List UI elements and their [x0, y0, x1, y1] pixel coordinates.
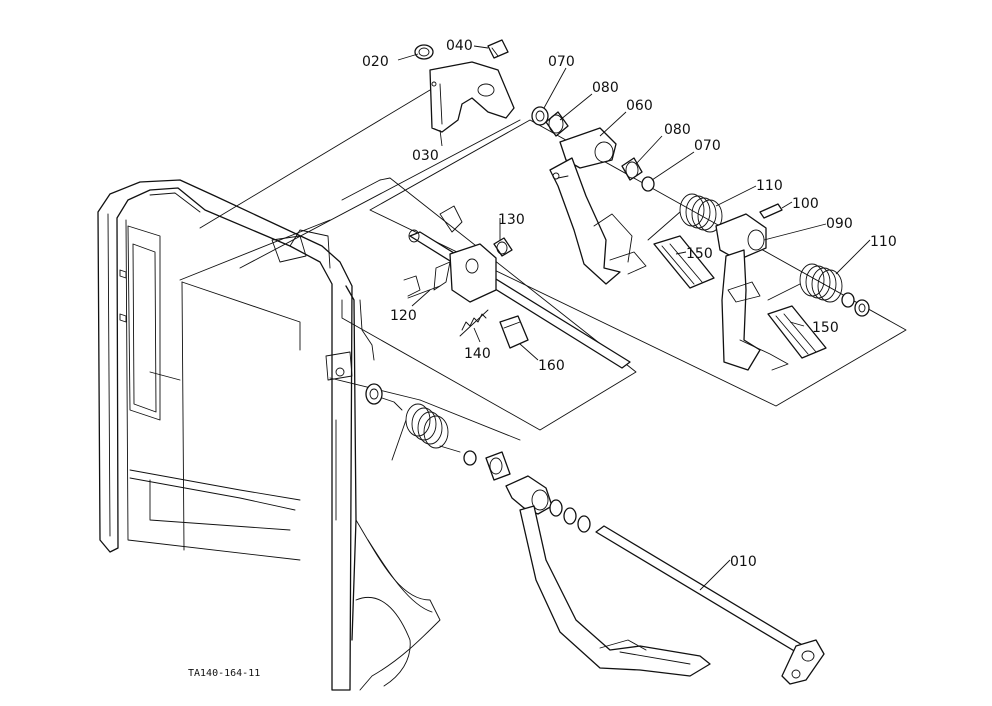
callout-130: 130 — [498, 212, 525, 228]
part-150-pedal-pad-lower — [767, 305, 827, 359]
callout-110-lower: 110 — [870, 234, 897, 250]
part-070-washer-upper — [531, 106, 549, 126]
frame-housing — [97, 179, 441, 691]
callout-140: 140 — [464, 346, 491, 362]
pedal-subassembly-outline — [369, 119, 907, 407]
callout-040: 040 — [446, 38, 473, 54]
callout-080-upper: 080 — [592, 80, 619, 96]
part-070-washer-middle — [641, 176, 655, 192]
part-040-bolt — [487, 39, 509, 59]
callout-090: 090 — [826, 216, 853, 232]
callout-030: 030 — [412, 148, 439, 164]
callout-070-middle: 070 — [694, 138, 721, 154]
callout-060: 060 — [626, 98, 653, 114]
part-110-spring-upper — [647, 193, 723, 241]
lever-subassembly-outline — [341, 177, 637, 431]
part-130-spring-clip — [493, 237, 513, 257]
part-090-pedal-arm — [715, 213, 789, 371]
part-160-knob — [499, 315, 529, 349]
callout-010: 010 — [730, 554, 757, 570]
lower-shaft-components — [365, 383, 511, 481]
part-010-pedal-shaft — [505, 475, 825, 685]
part-080-bearing-upper — [545, 111, 569, 137]
part-150-pedal-pad-upper — [653, 235, 715, 289]
callout-160: 160 — [538, 358, 565, 374]
callout-120: 120 — [390, 308, 417, 324]
callout-020: 020 — [362, 54, 389, 70]
lever-shaft-assembly — [403, 205, 631, 369]
drawing-code: TA140-164-11 — [188, 668, 260, 679]
callout-110-upper: 110 — [756, 178, 783, 194]
callout-150-upper: 150 — [686, 246, 713, 262]
callout-080-middle: 080 — [664, 122, 691, 138]
part-060-pedal-arm — [549, 127, 647, 285]
part-110-spring-lower — [767, 263, 843, 303]
part-020-ring — [414, 44, 434, 60]
assembly-guide-lines — [179, 89, 521, 441]
part-100-pin — [759, 203, 783, 219]
part-030-bracket — [429, 61, 515, 133]
callout-070-upper: 070 — [548, 54, 575, 70]
callout-150-lower: 150 — [812, 320, 839, 336]
leader-lines — [397, 45, 871, 591]
retaining-nuts-right — [841, 292, 870, 317]
callout-100: 100 — [792, 196, 819, 212]
callout-labels: 020 040 070 080 060 080 070 110 100 090 … — [362, 38, 897, 570]
part-140-spring — [459, 309, 489, 337]
